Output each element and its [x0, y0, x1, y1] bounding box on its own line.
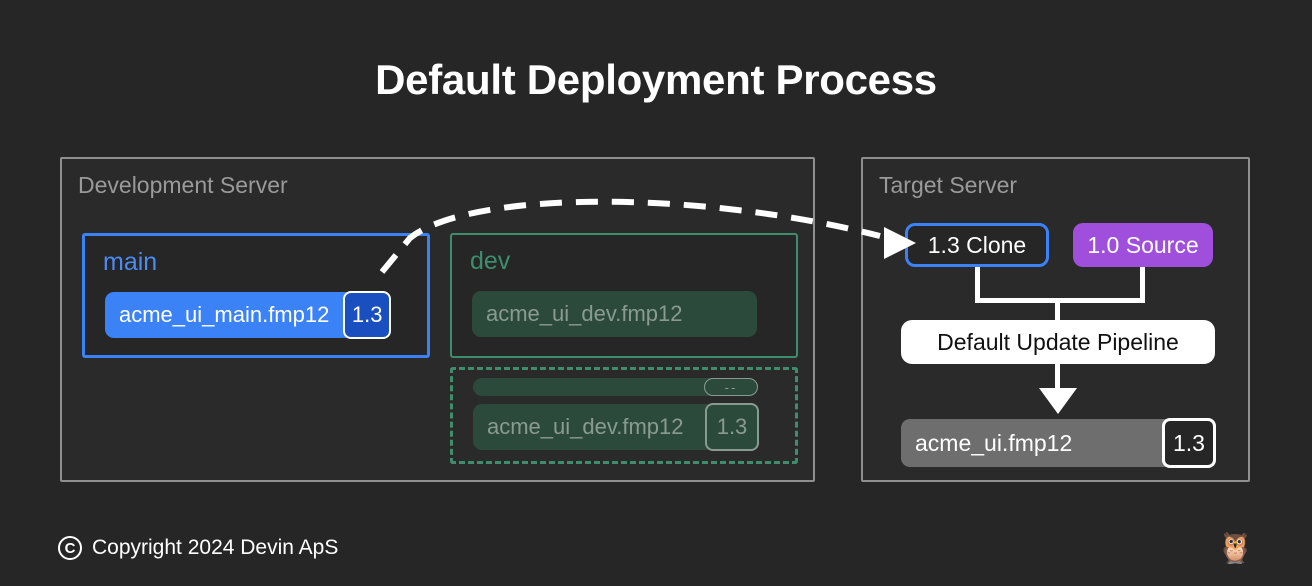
main-branch-label: main — [103, 248, 158, 276]
pipeline-arrow-head-icon — [1039, 388, 1077, 414]
pipeline-arrow-stem — [1055, 364, 1060, 392]
target-server-panel: Target Server 1.3 Clone 1.0 Source Defau… — [861, 157, 1250, 482]
owl-logo-icon: 🦉 — [1216, 532, 1254, 565]
dev-clone-collapsed-row[interactable]: -- — [473, 378, 758, 396]
connector-line-horizontal — [975, 298, 1145, 303]
clone-tag[interactable]: 1.3 Clone — [905, 223, 1049, 267]
connector-line-clone — [975, 267, 980, 303]
connector-line-source — [1140, 267, 1145, 303]
dev-clone-file-name: acme_ui_dev.fmp12 — [487, 414, 684, 439]
dev-clone-collapsed-version: -- — [704, 378, 758, 396]
dev-branch-box[interactable]: dev acme_ui_dev.fmp12 — [450, 233, 798, 358]
development-server-title: Development Server — [78, 172, 288, 198]
page-title: Default Deployment Process — [375, 56, 937, 103]
footer: C Copyright 2024 Devin ApS — [58, 536, 338, 560]
target-server-title: Target Server — [879, 172, 1018, 198]
dev-clone-group: -- acme_ui_dev.fmp12 1.3 — [450, 367, 798, 464]
copyright-text: Copyright 2024 Devin ApS — [92, 536, 339, 559]
main-branch-box[interactable]: main acme_ui_main.fmp12 1.3 — [82, 233, 430, 358]
main-branch-file-version: 1.3 — [343, 291, 391, 339]
dev-clone-file-version: 1.3 — [705, 403, 759, 451]
main-branch-file-name: acme_ui_main.fmp12 — [119, 302, 330, 327]
dev-branch-file-pill[interactable]: acme_ui_dev.fmp12 — [472, 291, 757, 337]
source-tag[interactable]: 1.0 Source — [1073, 223, 1213, 267]
pipeline-box[interactable]: Default Update Pipeline — [901, 320, 1215, 364]
target-result-file-name: acme_ui.fmp12 — [915, 429, 1073, 456]
connector-line-stem — [1055, 298, 1060, 325]
target-result-file-version: 1.3 — [1162, 418, 1216, 468]
dev-branch-label: dev — [470, 247, 511, 275]
target-result-file-pill[interactable]: acme_ui.fmp12 1.3 — [901, 418, 1216, 468]
copyright-icon: C — [58, 536, 82, 560]
dev-clone-file-pill[interactable]: acme_ui_dev.fmp12 1.3 — [473, 403, 759, 451]
development-server-panel: Development Server main acme_ui_main.fmp… — [60, 157, 815, 482]
dev-branch-file-name: acme_ui_dev.fmp12 — [486, 301, 683, 326]
main-branch-file-pill[interactable]: acme_ui_main.fmp12 1.3 — [105, 291, 391, 339]
